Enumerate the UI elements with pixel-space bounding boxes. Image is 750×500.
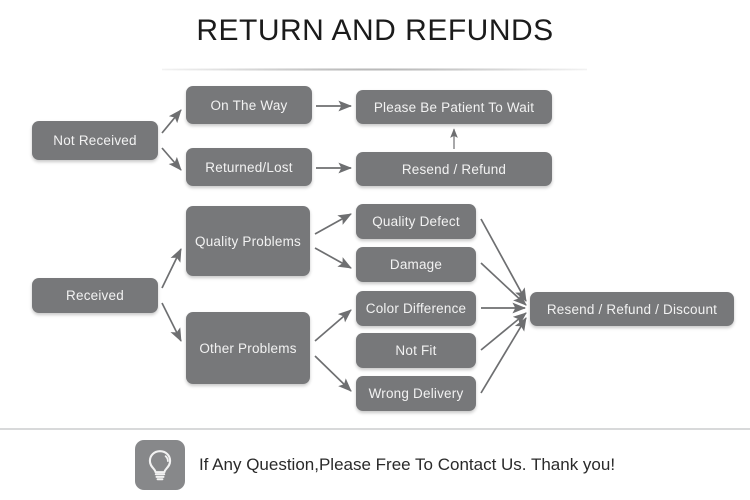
node-not-fit[interactable]: Not Fit [356, 333, 476, 368]
node-quality-defect[interactable]: Quality Defect [356, 204, 476, 239]
edge-not-received-to-on-the-way [161, 109, 182, 134]
node-resend-refund[interactable]: Resend / Refund [356, 152, 552, 186]
edge-received-to-other-problems [161, 302, 182, 342]
edge-wrong-delivery-to-final [480, 317, 527, 394]
edge-quality-problems-to-quality-defect [314, 213, 352, 235]
node-other-problems[interactable]: Other Problems [186, 312, 310, 384]
footer-divider [0, 428, 750, 430]
page-title: RETURN AND REFUNDS [196, 14, 554, 47]
edge-not-fit-to-final [480, 312, 527, 351]
node-color-difference[interactable]: Color Difference [356, 291, 476, 326]
edge-received-to-quality-problems [161, 248, 182, 289]
node-on-the-way[interactable]: On The Way [186, 86, 312, 124]
node-quality-problems[interactable]: Quality Problems [186, 206, 310, 276]
flowchart: Not Received On The Way Returned/Lost Pl… [32, 86, 734, 411]
edge-other-problems-to-color-difference [314, 309, 352, 342]
edge-quality-problems-to-damage [314, 247, 352, 269]
edge-damage-to-final [480, 262, 527, 306]
title-divider [162, 68, 587, 71]
footer: If Any Question,Please Free To Contact U… [0, 430, 750, 500]
node-resend-refund-discount[interactable]: Resend / Refund / Discount [530, 292, 734, 326]
edge-quality-defect-to-final [480, 218, 527, 302]
lightbulb-icon [134, 440, 185, 490]
node-please-be-patient-to-wait[interactable]: Please Be Patient To Wait [356, 90, 552, 124]
edge-other-problems-to-wrong-delivery [314, 355, 352, 392]
node-damage[interactable]: Damage [356, 247, 476, 282]
flowchart-arrow-layer [161, 100, 527, 394]
footer-text: If Any Question,Please Free To Contact U… [198, 455, 616, 474]
node-not-received[interactable]: Not Received [32, 121, 158, 160]
node-returned-lost[interactable]: Returned/Lost [186, 148, 312, 186]
edge-not-received-to-returned-lost [161, 147, 182, 171]
node-received[interactable]: Received [32, 278, 158, 313]
node-wrong-delivery[interactable]: Wrong Delivery [356, 376, 476, 411]
